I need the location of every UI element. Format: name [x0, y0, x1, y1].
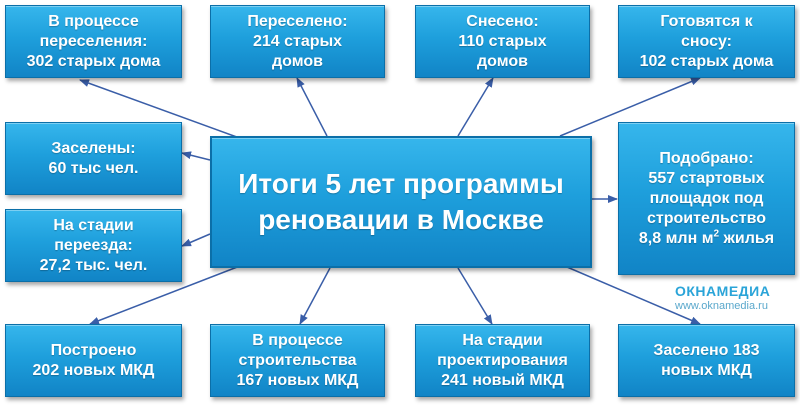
arrow-to-built: [89, 263, 246, 325]
box-resettled: Переселено: 214 старых домов: [210, 5, 385, 78]
box-line: площадок под: [649, 189, 764, 207]
box-construction: В процессе строительства 167 новых МКД: [210, 324, 385, 397]
box-line: 27,2 тыс. чел.: [39, 256, 148, 274]
box-line: Построено: [50, 341, 137, 359]
arrow-to-demolished: [457, 77, 494, 137]
box-line: строительства: [238, 351, 357, 369]
box-line: Подобрано:: [659, 149, 754, 167]
box-moving: На стадии переезда: 27,2 тыс. чел.: [5, 209, 182, 282]
box-line: проектирования: [437, 351, 568, 369]
box-populated: Заселено 183 новых МКД: [618, 324, 795, 397]
box-line: 214 старых: [252, 32, 343, 50]
box-line: Переселено:: [247, 12, 348, 30]
center-title-line: реновации в Москве: [258, 204, 544, 235]
box-line: В процессе: [48, 12, 139, 30]
box-line: В процессе: [252, 331, 343, 349]
box-resettling: В процессе переселения: 302 старых дома: [5, 5, 182, 78]
box-line: переезда:: [54, 236, 133, 254]
box-line: Готовятся к: [660, 12, 753, 30]
area-value: 8,8 млн м: [638, 229, 714, 247]
area-unit-superscript: 2: [713, 228, 720, 240]
box-line: 110 старых: [458, 32, 547, 50]
box-line: переселения:: [39, 32, 148, 50]
center-title-box: Итоги 5 лет программы реновации в Москве: [210, 136, 592, 268]
box-built: Построено 202 новых МКД: [5, 324, 182, 397]
box-line: домов: [477, 52, 528, 70]
watermark-url: www.oknamedia.ru: [675, 300, 768, 312]
box-line: Снесено:: [466, 12, 539, 30]
box-pre-demolition: Готовятся к сносу: 102 старых дома: [618, 5, 795, 78]
box-line: сносу:: [680, 32, 733, 50]
box-line: На стадии: [462, 331, 543, 349]
box-settled: Заселены: 60 тыс чел.: [5, 122, 182, 195]
box-line-area: 8,8 млн м2 жилья: [639, 229, 774, 249]
box-line: 302 старых дома: [26, 52, 161, 70]
box-line: домов: [272, 52, 323, 70]
box-design: На стадии проектирования 241 новый МКД: [415, 324, 590, 397]
box-line: строительство: [647, 209, 766, 227]
arrow-to-populated: [559, 263, 701, 325]
arrow-to-design: [457, 267, 493, 325]
box-line: 202 новых МКД: [32, 361, 155, 379]
watermark-brand: ОКНАМЕДИА: [675, 283, 771, 299]
box-line: Заселены:: [51, 139, 136, 157]
box-line: 167 новых МКД: [236, 371, 359, 389]
box-line: 60 тыс чел.: [48, 159, 139, 177]
arrow-to-resettled: [296, 77, 328, 137]
arrow-to-settled: [181, 151, 211, 161]
arrow-to-moving: [181, 233, 211, 247]
box-line: 557 стартовых: [648, 169, 765, 187]
box-demolished: Снесено: 110 старых домов: [415, 5, 590, 78]
center-title-line: Итоги 5 лет программы: [238, 168, 564, 199]
box-line: Заселено 183: [653, 341, 760, 359]
box-line: новых МКД: [661, 361, 752, 379]
arrow-to-resettling: [79, 79, 246, 141]
box-line: 241 новый МКД: [441, 371, 564, 389]
area-suffix: жилья: [719, 229, 775, 247]
box-line: 102 старых дома: [639, 52, 774, 70]
connector-arrows: [79, 77, 701, 325]
box-sites: Подобрано: 557 стартовых площадок под ст…: [618, 122, 795, 275]
arrow-to-pre-demolition: [559, 77, 701, 137]
arrow-to-construction: [299, 267, 331, 325]
box-line: На стадии: [53, 216, 134, 234]
watermark: ОКНАМЕДИА www.oknamedia.ru: [675, 283, 800, 313]
